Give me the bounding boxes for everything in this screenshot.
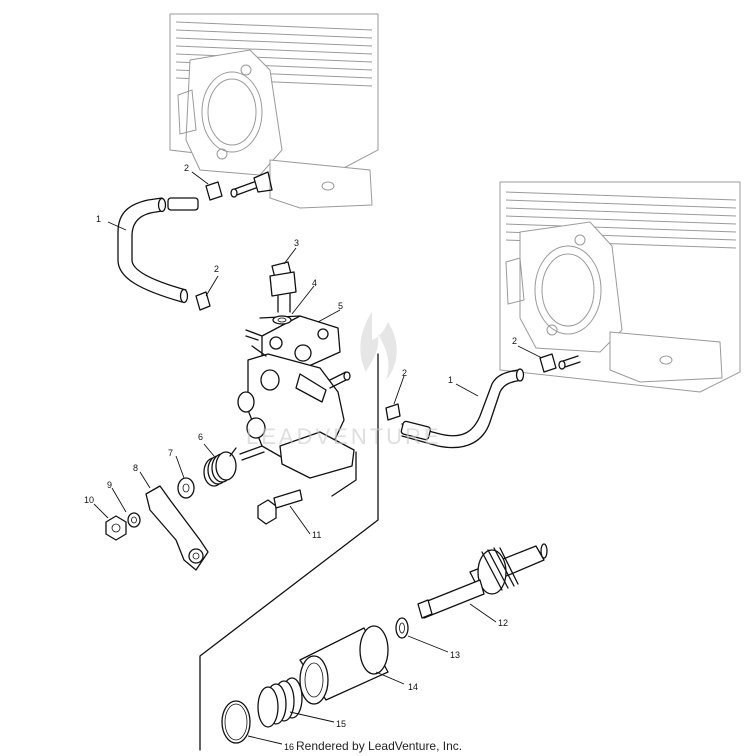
- callout-2-mid: 2: [402, 368, 407, 378]
- spring-and-lever-parts: [105, 447, 237, 571]
- callout-12: 12: [498, 618, 508, 628]
- watermark: LEADVENTURE: [246, 312, 442, 449]
- callout-2-left: 2: [214, 264, 219, 274]
- callout-5: 5: [338, 301, 343, 311]
- callout-10: 10: [84, 495, 94, 505]
- callout-14: 14: [408, 682, 418, 692]
- leader-lines: [93, 171, 543, 745]
- callout-numbers: 1 2 2 3 4 5 6 7 8 9 10 11 2 1 2 12 13 14…: [84, 163, 517, 752]
- callout-13: 13: [450, 650, 460, 660]
- callout-1-left: 1: [96, 214, 101, 224]
- callout-7: 7: [168, 448, 173, 458]
- callout-2-right: 2: [512, 336, 517, 346]
- callout-9: 9: [107, 480, 112, 490]
- callout-3: 3: [294, 238, 299, 248]
- callout-6: 6: [198, 432, 203, 442]
- callout-4: 4: [312, 278, 317, 288]
- mounting-bolt: [257, 489, 303, 525]
- callout-8: 8: [133, 463, 138, 473]
- callout-16: 16: [284, 742, 294, 752]
- render-credit: Rendered by LeadVenture, Inc.: [296, 739, 462, 753]
- callout-15: 15: [336, 719, 346, 729]
- drive-shaft-assembly: [199, 353, 548, 751]
- callout-2-top: 2: [184, 163, 189, 173]
- oil-line-left: [117, 171, 273, 311]
- banjo-bolt: [269, 261, 297, 325]
- oil-pump-body: [237, 315, 355, 479]
- engine-cylinder-top: [169, 13, 379, 209]
- callout-1-right: 1: [448, 375, 453, 385]
- callout-11: 11: [312, 530, 321, 540]
- watermark-text: LEADVENTURE: [246, 424, 442, 449]
- oil-line-right: [385, 353, 581, 449]
- engine-cylinder-right: [499, 181, 741, 393]
